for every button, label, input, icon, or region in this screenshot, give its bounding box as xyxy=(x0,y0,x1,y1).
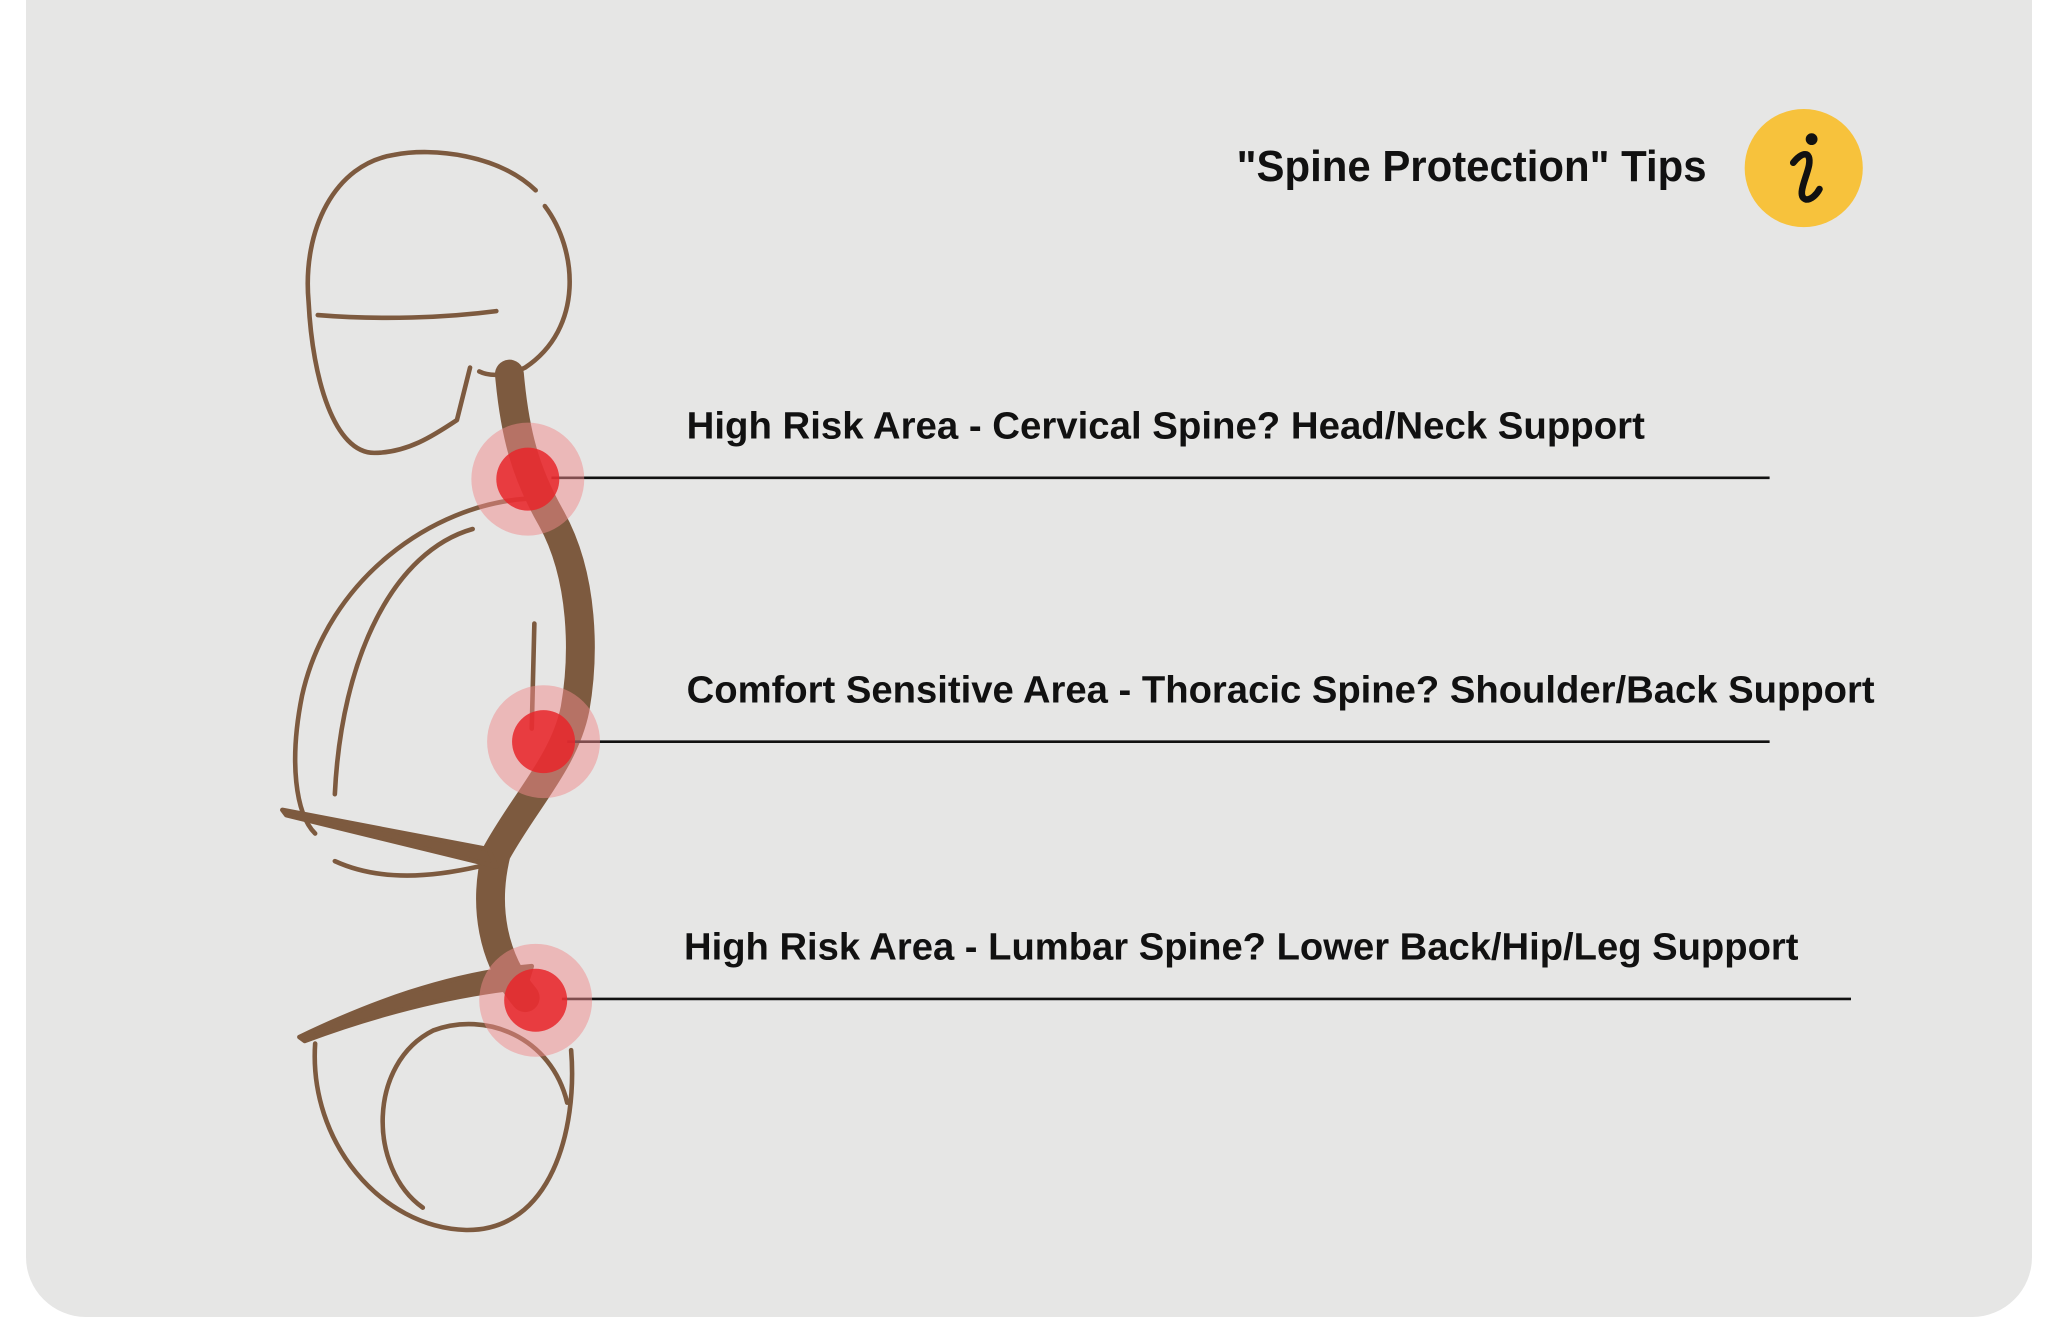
info-button[interactable] xyxy=(1744,108,1863,228)
info-badge xyxy=(1744,108,1863,228)
leader-lines xyxy=(551,476,1851,1001)
torso-inner xyxy=(332,526,475,797)
info-icon xyxy=(1789,133,1823,203)
hotspot-lumbar[interactable] xyxy=(504,968,568,1032)
hotspot-thoracic[interactable] xyxy=(512,710,576,774)
hotspot-cervical[interactable] xyxy=(496,447,560,511)
forearm-line xyxy=(332,858,482,878)
head-outline xyxy=(305,149,538,456)
head-back xyxy=(476,203,572,378)
page-title: "Spine Protection" Tips xyxy=(1237,143,1707,191)
hotspots xyxy=(471,422,601,1057)
zone-label-lumbar: High Risk Area - Lumbar Spine? Lower Bac… xyxy=(684,927,1799,969)
zone-label-cervical: High Risk Area - Cervical Spine? Head/Ne… xyxy=(687,405,1646,447)
visor-line xyxy=(315,308,499,321)
zone-label-thoracic: Comfort Sensitive Area - Thoracic Spine?… xyxy=(687,669,1875,711)
leg-outer xyxy=(312,1041,575,1233)
torso-outer xyxy=(292,496,528,836)
arm xyxy=(280,807,499,869)
